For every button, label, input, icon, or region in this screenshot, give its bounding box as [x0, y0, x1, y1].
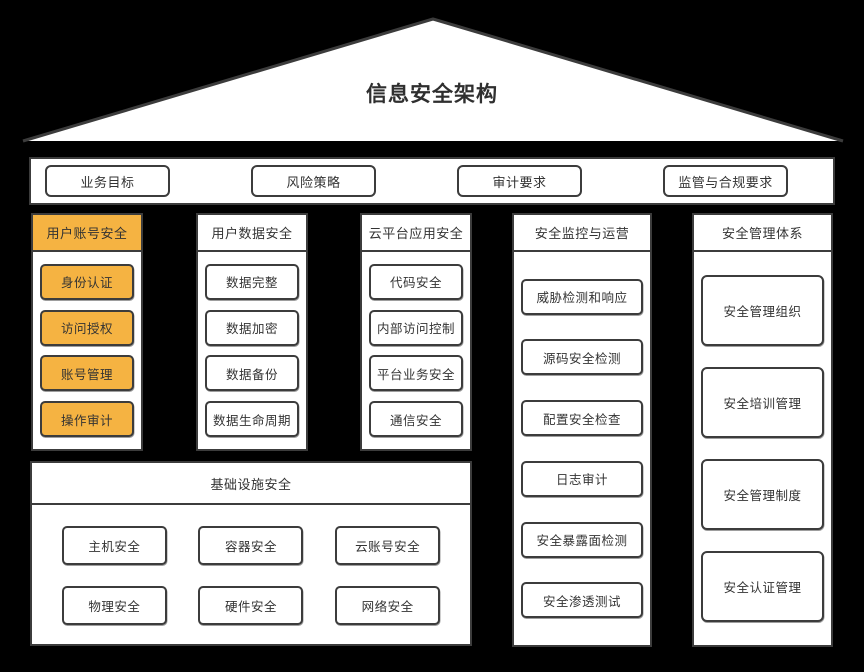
- item-box: 访问授权: [40, 309, 134, 346]
- top-bar-box: 监管与合规要求: [663, 165, 788, 197]
- column-items: 身份认证访问授权账号管理操作审计: [33, 252, 141, 449]
- item-box: 平台业务安全: [369, 355, 463, 392]
- top-bar: 业务目标 风险策略 审计要求 监管与合规要求: [29, 157, 835, 205]
- item-box: 源码安全检测: [521, 339, 643, 376]
- item-box: 账号管理: [40, 355, 134, 392]
- column-items: 安全管理组织安全培训管理安全管理制度安全认证管理: [694, 252, 831, 645]
- item-box: 数据完整: [205, 263, 299, 300]
- column-user-account-security: 用户账号安全 身份认证访问授权账号管理操作审计: [31, 213, 143, 451]
- item-box: 操作审计: [40, 401, 134, 438]
- item-box: 物理安全: [61, 586, 167, 626]
- roof-triangle-icon: [22, 17, 844, 143]
- column-header: 用户账号安全: [33, 215, 141, 252]
- column-cloud-platform-app-security: 云平台应用安全 代码安全内部访问控制平台业务安全通信安全: [360, 213, 472, 451]
- item-box: 通信安全: [369, 401, 463, 438]
- item-box: 威胁检测和响应: [521, 278, 643, 315]
- item-box: 数据生命周期: [205, 401, 299, 438]
- column-items: 数据完整数据加密数据备份数据生命周期: [198, 252, 306, 449]
- item-box: 云账号安全: [335, 525, 441, 565]
- column-header: 云平台应用安全: [362, 215, 470, 252]
- item-box: 安全管理制度: [701, 459, 824, 530]
- column-header: 用户数据安全: [198, 215, 306, 252]
- diagram-title: 信息安全架构: [366, 83, 498, 106]
- top-bar-box: 审计要求: [457, 165, 582, 197]
- section-infrastructure-security: 基础设施安全 主机安全容器安全云账号安全物理安全硬件安全网络安全: [30, 461, 472, 646]
- item-box: 日志审计: [521, 460, 643, 497]
- column-header: 安全监控与运营: [514, 215, 650, 252]
- column-header: 安全管理体系: [694, 215, 831, 252]
- item-box: 主机安全: [61, 525, 167, 565]
- item-box: 安全认证管理: [701, 551, 824, 622]
- item-box: 配置安全检查: [521, 400, 643, 437]
- column-user-data-security: 用户数据安全 数据完整数据加密数据备份数据生命周期: [196, 213, 308, 451]
- top-bar-box: 业务目标: [45, 165, 170, 197]
- column-items: 代码安全内部访问控制平台业务安全通信安全: [362, 252, 470, 449]
- item-box: 网络安全: [335, 586, 441, 626]
- item-box: 安全培训管理: [701, 367, 824, 438]
- item-box: 安全渗透测试: [521, 582, 643, 619]
- item-box: 数据加密: [205, 309, 299, 346]
- section-items: 主机安全容器安全云账号安全物理安全硬件安全网络安全: [32, 505, 470, 644]
- item-box: 硬件安全: [198, 586, 304, 626]
- column-items: 威胁检测和响应源码安全检测配置安全检查日志审计安全暴露面检测安全渗透测试: [514, 252, 650, 645]
- item-box: 数据备份: [205, 355, 299, 392]
- column-security-management-system: 安全管理体系 安全管理组织安全培训管理安全管理制度安全认证管理: [692, 213, 833, 647]
- column-security-monitoring-ops: 安全监控与运营 威胁检测和响应源码安全检测配置安全检查日志审计安全暴露面检测安全…: [512, 213, 652, 647]
- item-box: 安全管理组织: [701, 275, 824, 346]
- item-box: 身份认证: [40, 263, 134, 300]
- section-header: 基础设施安全: [32, 463, 470, 505]
- top-bar-box: 风险策略: [251, 165, 376, 197]
- item-box: 代码安全: [369, 263, 463, 300]
- item-box: 容器安全: [198, 525, 304, 565]
- item-box: 内部访问控制: [369, 309, 463, 346]
- item-box: 安全暴露面检测: [521, 521, 643, 558]
